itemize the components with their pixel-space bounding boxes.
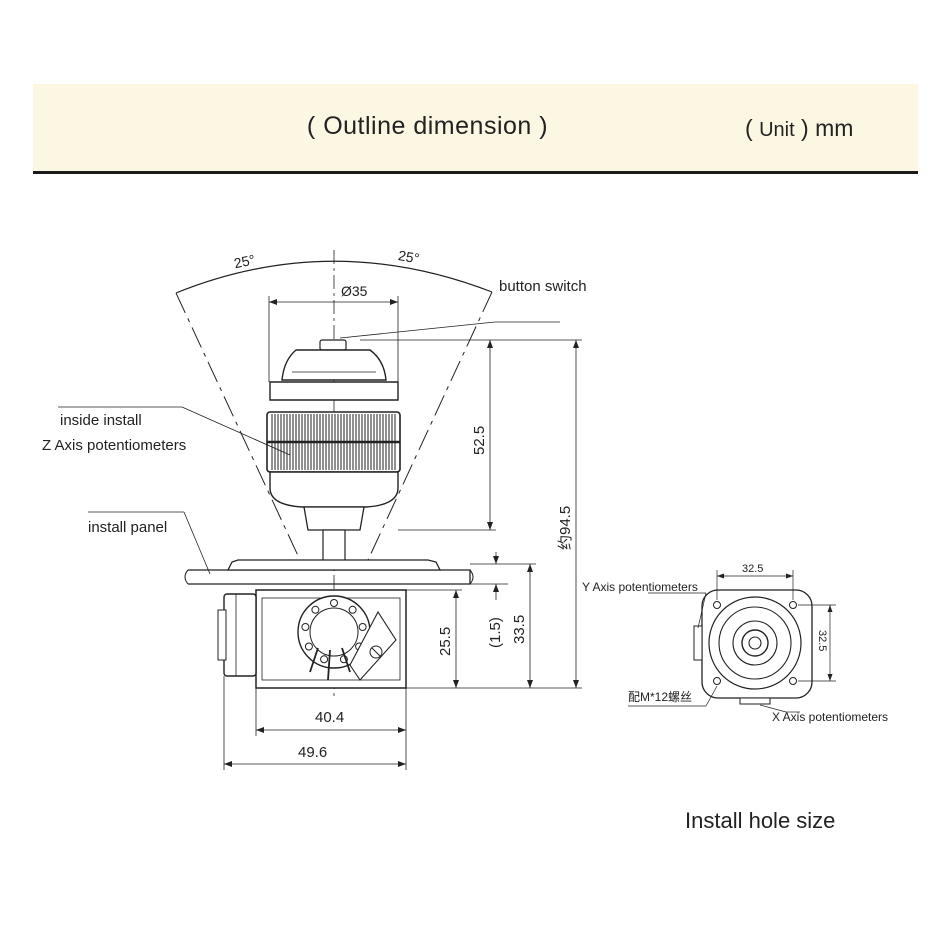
x-pot-label: X Axis potentiometers bbox=[772, 710, 888, 724]
install-panel bbox=[188, 569, 471, 585]
main-view: 25° 25° Ø35 button switch inside install… bbox=[42, 247, 587, 770]
tilt-limit-left bbox=[175, 292, 301, 561]
z-pot-label-line1: inside install bbox=[60, 412, 142, 429]
install-panel-label: install panel bbox=[88, 519, 167, 536]
screw-label: 配M*12螺丝 bbox=[628, 690, 692, 704]
mount-outer-ring bbox=[708, 596, 802, 690]
mount-center bbox=[748, 636, 762, 650]
side-potentiometer bbox=[223, 593, 257, 677]
handle-body bbox=[269, 381, 399, 401]
mount-ring-3 bbox=[732, 620, 778, 666]
button-switch-leader bbox=[339, 321, 496, 339]
diameter-label: Ø35 bbox=[341, 283, 368, 299]
header-rule bbox=[33, 171, 918, 174]
wiring-arm bbox=[349, 610, 397, 681]
vertical-dimensions bbox=[360, 339, 582, 689]
screw-slot bbox=[371, 647, 381, 657]
mount-ring-4 bbox=[741, 629, 769, 657]
body-height-label: 25.5 bbox=[437, 627, 454, 656]
connector-pin bbox=[311, 605, 320, 614]
connector-pin bbox=[304, 642, 313, 651]
panel-break-left bbox=[184, 569, 189, 585]
hole-view: 32.5 32.5 Y Axis potentiometers 配M*12螺丝 … bbox=[582, 563, 888, 724]
y-pot-tab bbox=[693, 625, 703, 661]
z-pot-label-line2: Z Axis potentiometers bbox=[42, 437, 186, 454]
mounting-flange bbox=[226, 559, 442, 571]
screw-hole-icon bbox=[713, 677, 721, 685]
unit-close: ) bbox=[801, 115, 809, 141]
handle-shaft bbox=[322, 529, 346, 563]
install-panel-leader-diag bbox=[183, 511, 211, 575]
button-cap bbox=[319, 339, 347, 351]
screw-hole-icon bbox=[789, 677, 797, 685]
handle-lower bbox=[269, 471, 399, 508]
unit-label: ( Unit ) mm bbox=[745, 115, 853, 142]
tilt-arc bbox=[175, 260, 493, 294]
hole-dimensions bbox=[628, 570, 836, 713]
button-switch-label: button switch bbox=[499, 278, 587, 295]
body-width-label: 40.4 bbox=[315, 709, 344, 726]
total-height-label: 约94.5 bbox=[557, 506, 574, 550]
screw-hole-icon bbox=[713, 601, 721, 609]
connector-pin bbox=[320, 655, 329, 664]
tilt-limit-right bbox=[367, 291, 493, 561]
connector-pin bbox=[358, 623, 367, 631]
connector-pin bbox=[330, 599, 338, 607]
x-pot-tab bbox=[739, 697, 771, 705]
panel-thickness-label: (1.5) bbox=[487, 617, 504, 648]
total-width-label: 49.6 bbox=[298, 744, 327, 761]
connector-inner bbox=[309, 607, 359, 657]
angle-left-label: 25° bbox=[232, 251, 256, 271]
arrow-icon bbox=[269, 299, 277, 305]
z-pot-leader bbox=[181, 406, 291, 456]
connector-pin bbox=[348, 605, 357, 614]
horizontal-dimensions bbox=[223, 676, 407, 770]
side-pot-knob bbox=[217, 609, 227, 661]
below-panel-height-label: 33.5 bbox=[511, 615, 528, 644]
screw-icon bbox=[369, 645, 383, 659]
handle-height-label: 52.5 bbox=[471, 426, 488, 455]
connector-pin bbox=[301, 623, 310, 631]
y-pot-label: Y Axis potentiometers bbox=[582, 580, 698, 594]
angle-right-label: 25° bbox=[397, 247, 421, 266]
unit-word: Unit bbox=[759, 119, 795, 141]
hole-view-caption: Install hole size bbox=[685, 808, 836, 833]
screw-hole-icon bbox=[789, 601, 797, 609]
hole-width-label: 32.5 bbox=[742, 563, 763, 575]
header-band bbox=[33, 84, 918, 171]
diagram-title: ( Outline dimension ) bbox=[306, 112, 549, 140]
unit-open: ( bbox=[745, 115, 753, 141]
panel-break-right bbox=[469, 569, 474, 585]
hole-height-label: 32.5 bbox=[816, 630, 828, 651]
wire-lead bbox=[309, 647, 351, 681]
arrow-icon bbox=[390, 299, 398, 305]
mount-ring-2 bbox=[718, 606, 792, 680]
handle-neck bbox=[303, 506, 365, 531]
unit-value: mm bbox=[815, 115, 854, 141]
handle-top bbox=[281, 349, 387, 381]
